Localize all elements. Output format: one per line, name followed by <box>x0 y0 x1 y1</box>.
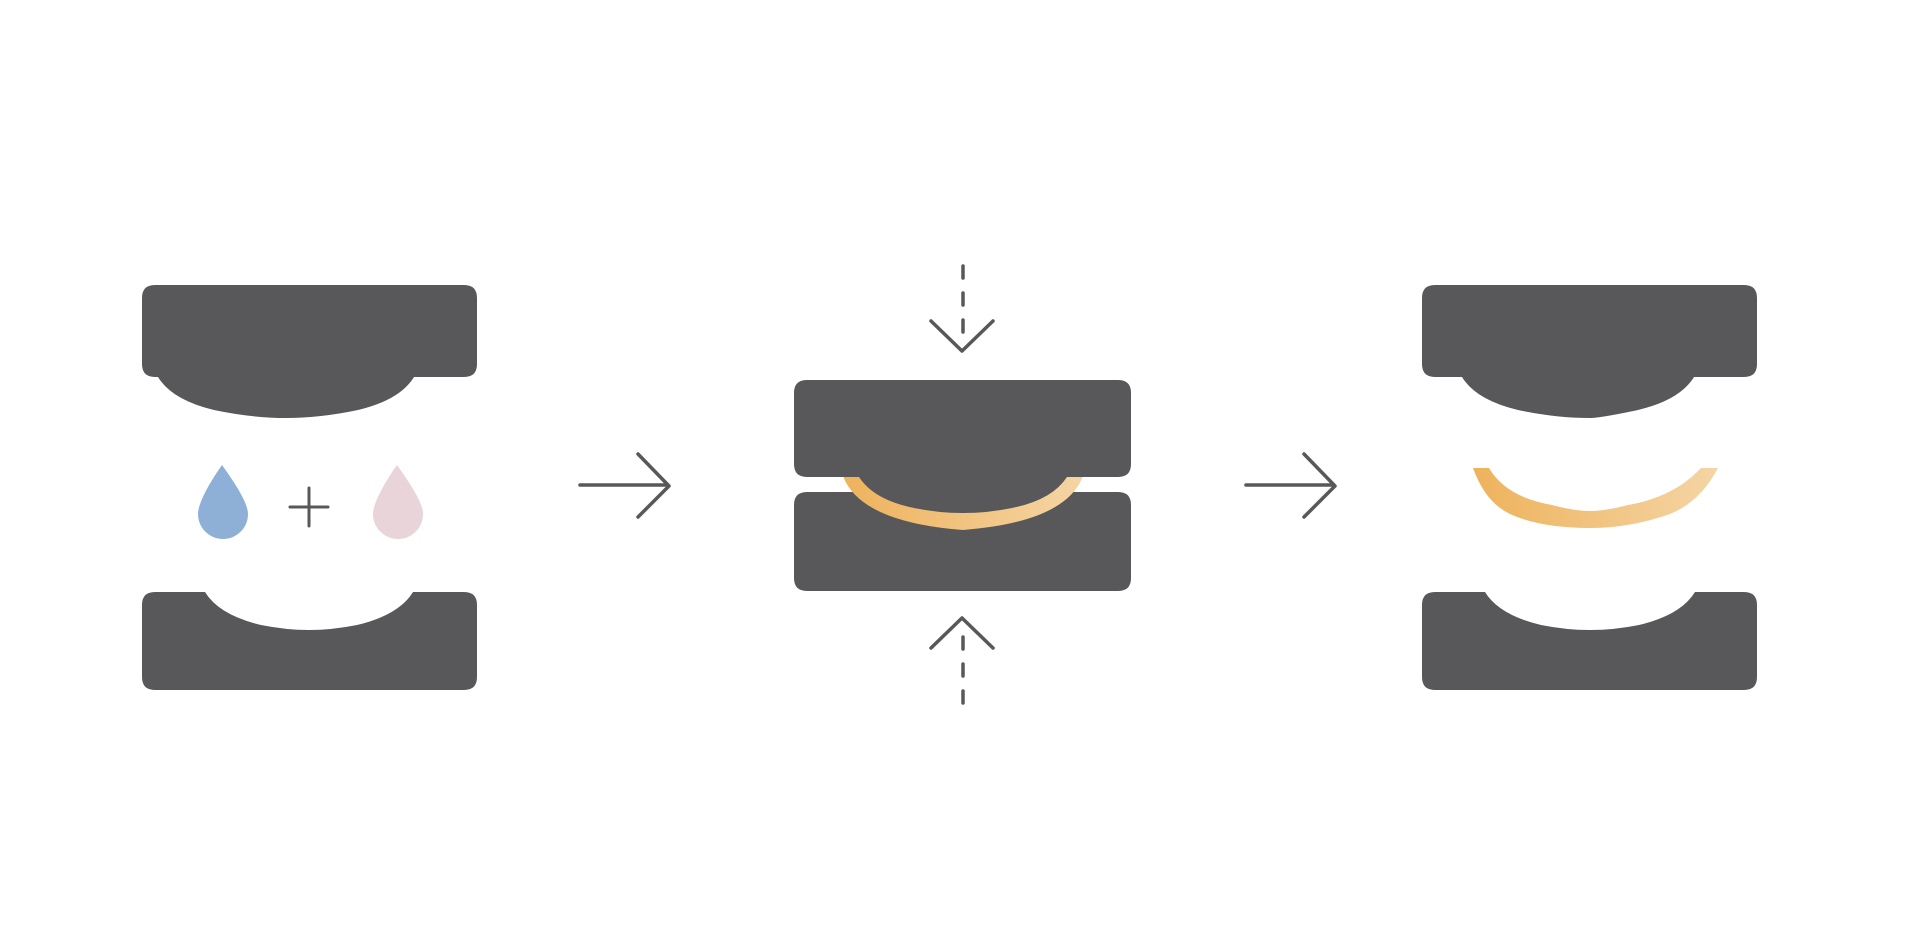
press-down-arrow-icon <box>929 264 995 353</box>
cured-lens-rim <box>843 476 1083 530</box>
lower-mold <box>1422 592 1757 690</box>
step-1-group <box>142 285 477 690</box>
plus-icon <box>288 486 330 528</box>
upper-mold <box>1422 285 1757 418</box>
press-up-arrow-icon <box>929 616 995 705</box>
upper-mold <box>794 380 1131 513</box>
lower-mold <box>142 592 477 690</box>
droplet-icon <box>198 465 248 539</box>
released-lens <box>1473 468 1718 528</box>
step-2-group <box>794 264 1131 705</box>
step-3-group <box>1422 285 1757 690</box>
upper-mold <box>142 285 477 418</box>
arrow-right-icon <box>1244 452 1337 519</box>
lower-mold <box>794 492 1131 591</box>
arrow-right-icon <box>578 452 671 519</box>
droplet-icon <box>373 465 423 539</box>
